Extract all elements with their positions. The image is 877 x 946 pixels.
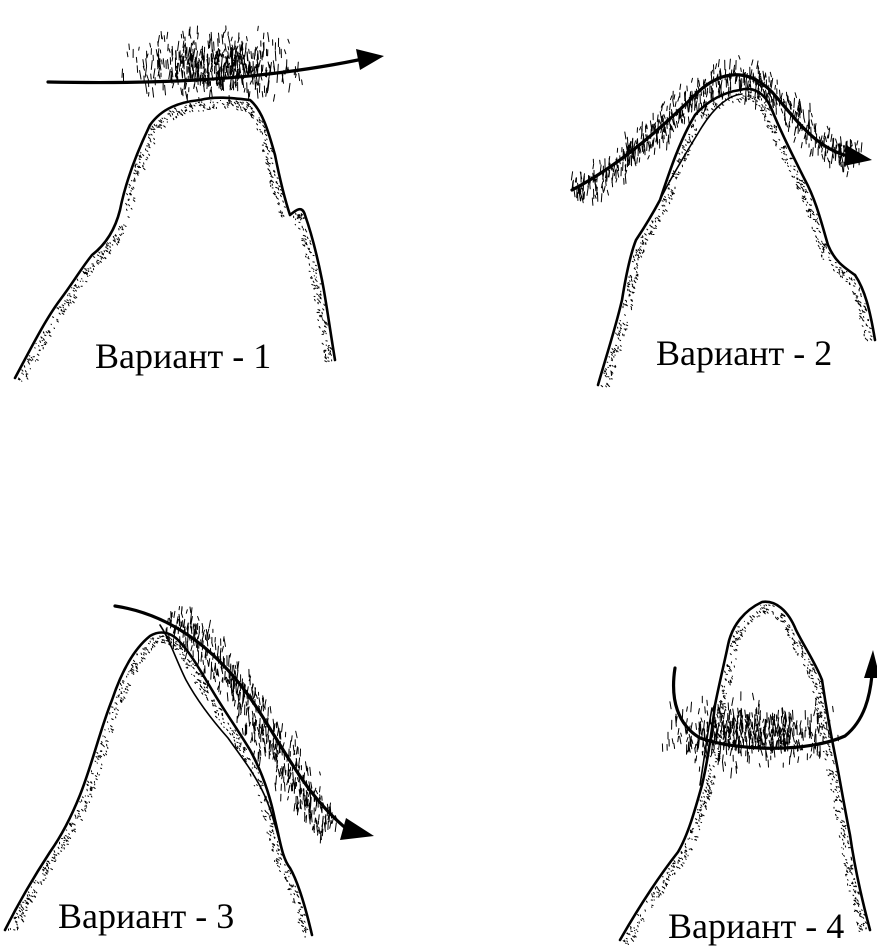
variant-1-wind-arrow xyxy=(48,60,358,83)
variant-4-arrow-head xyxy=(864,650,877,678)
variant-3-wind-arrow xyxy=(115,606,348,830)
variant-2-panel: Вариант - 2 xyxy=(560,0,877,400)
variant-1-label: Вариант - 1 xyxy=(95,338,271,374)
variant-3-panel: Вариант - 3 xyxy=(0,590,420,942)
variant-1-arrow-head xyxy=(356,49,384,70)
variant-4-cloud xyxy=(662,692,838,778)
variant-3-label: Вариант - 3 xyxy=(58,898,234,934)
variant-1-panel: Вариант - 1 xyxy=(0,0,420,400)
variant-3-mountain-outline xyxy=(5,633,312,935)
variant-3-mountain-stipple xyxy=(8,635,307,937)
variant-1-cloud xyxy=(122,26,302,104)
variant-2-arrow-head xyxy=(844,145,872,166)
variant-4-panel: Вариант - 4 xyxy=(600,590,877,942)
variant-4-mountain-stipple xyxy=(623,605,866,945)
variant-3-cloud xyxy=(166,607,337,844)
variant-3-drawing xyxy=(0,590,420,942)
variant-2-label: Вариант - 2 xyxy=(656,335,832,371)
variant-4-drawing xyxy=(600,590,877,942)
variant-3-arrow-head xyxy=(340,818,374,840)
variant-4-label: Вариант - 4 xyxy=(668,908,844,944)
